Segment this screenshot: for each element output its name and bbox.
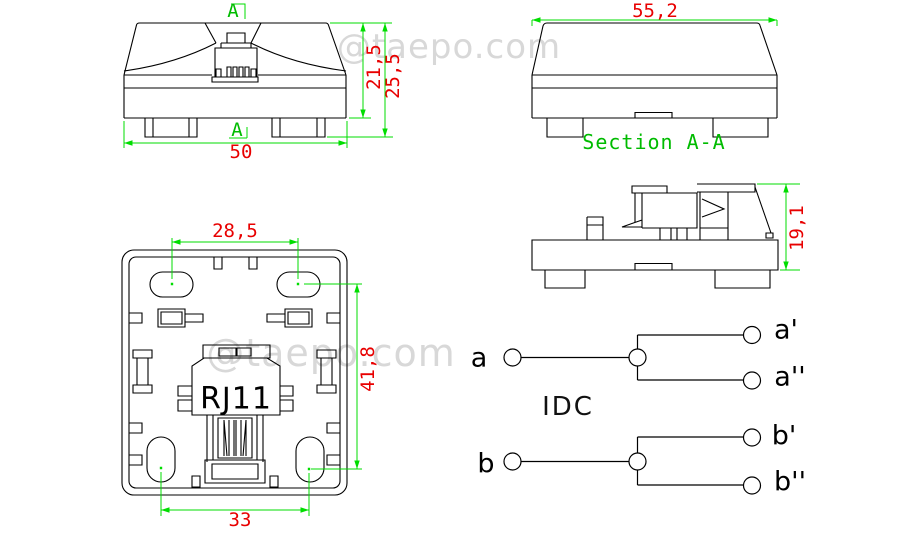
side-post — [586, 216, 604, 240]
plan-view-arrowheads — [159, 239, 360, 513]
plan-top-tabs — [213, 257, 258, 270]
plan-view-dimension-lines — [160, 238, 362, 516]
idc-schematic-terminals — [503, 325, 762, 495]
plan-contact-block — [191, 415, 279, 488]
front-section-markers — [229, 3, 248, 139]
front-molded-depression — [123, 22, 347, 72]
idc-terminal-a — [503, 348, 522, 367]
dim-plan-slot-spacing: 28,5 — [212, 220, 258, 242]
dim-side-height: 19,1 — [786, 205, 808, 251]
front-body-lines — [123, 74, 347, 119]
front-view-arrowheads — [124, 23, 388, 146]
idc-junction-b — [628, 452, 647, 471]
idc-terminal-b-prime — [742, 428, 762, 447]
idc-label-b: b — [477, 448, 495, 480]
idc-terminal-b-double-prime — [742, 476, 762, 495]
section-marker-top-label: A — [227, 0, 239, 22]
idc-terminal-a-double-prime — [742, 371, 762, 390]
watermark-middle: @taepo.com — [206, 331, 456, 375]
plan-wall-notches — [129, 312, 340, 466]
front-rj11-jack — [211, 32, 259, 83]
plan-center-dots — [159, 282, 311, 471]
idc-label-a-prime: a' — [774, 314, 798, 346]
side-base-plate — [531, 239, 779, 289]
rj11-connector-label: RJ11 — [200, 381, 272, 417]
idc-label-a-double-prime: a'' — [774, 361, 806, 393]
section-marker-bottom-label: A — [231, 119, 243, 141]
section-feet — [546, 118, 769, 138]
plan-hole-right — [295, 436, 325, 483]
front-feet — [144, 118, 326, 138]
dim-plan-vertical-spacing: 41,8 — [357, 346, 379, 392]
section-view-dimension — [531, 19, 778, 26]
dim-plan-horizontal-spacing: 33 — [228, 509, 252, 531]
plan-jack-housing — [177, 344, 294, 416]
front-view-dimension-lines — [123, 3, 393, 148]
front-view-linework — [123, 22, 347, 138]
idc-label-b-double-prime: b'' — [774, 466, 806, 498]
plan-dim-extensions — [160, 238, 362, 516]
section-body-lines — [531, 74, 778, 119]
section-view-linework — [531, 22, 778, 138]
section-cover-outline — [531, 22, 778, 76]
plan-view-linework — [121, 249, 348, 496]
plan-ibeam-features — [132, 349, 337, 394]
idc-terminal-a-prime — [742, 325, 762, 345]
section-caption: Section A-A — [582, 130, 726, 154]
front-dim-extensions — [123, 22, 393, 148]
front-dim-lines — [124, 23, 386, 144]
front-cover-outline — [123, 22, 347, 76]
side-view-linework — [531, 183, 779, 289]
plan-outer-shell — [121, 249, 348, 496]
idc-junction-a — [628, 348, 647, 367]
watermark-top: @taepo.com — [336, 27, 562, 67]
idc-label-b-prime: b' — [771, 420, 797, 452]
plan-t-features — [157, 308, 313, 328]
dim-front-width: 50 — [229, 141, 253, 163]
idc-diagram-label: IDC — [542, 392, 594, 422]
idc-terminal-b — [503, 452, 522, 471]
plan-inner-wall — [128, 256, 341, 489]
dim-section-width: 55,2 — [632, 0, 678, 22]
plan-dim-lines — [161, 241, 358, 511]
side-view-dimension — [757, 183, 800, 271]
side-jack-assembly — [621, 183, 774, 240]
idc-label-a: a — [470, 342, 488, 374]
dim-front-total-height: 25,5 — [382, 53, 404, 99]
